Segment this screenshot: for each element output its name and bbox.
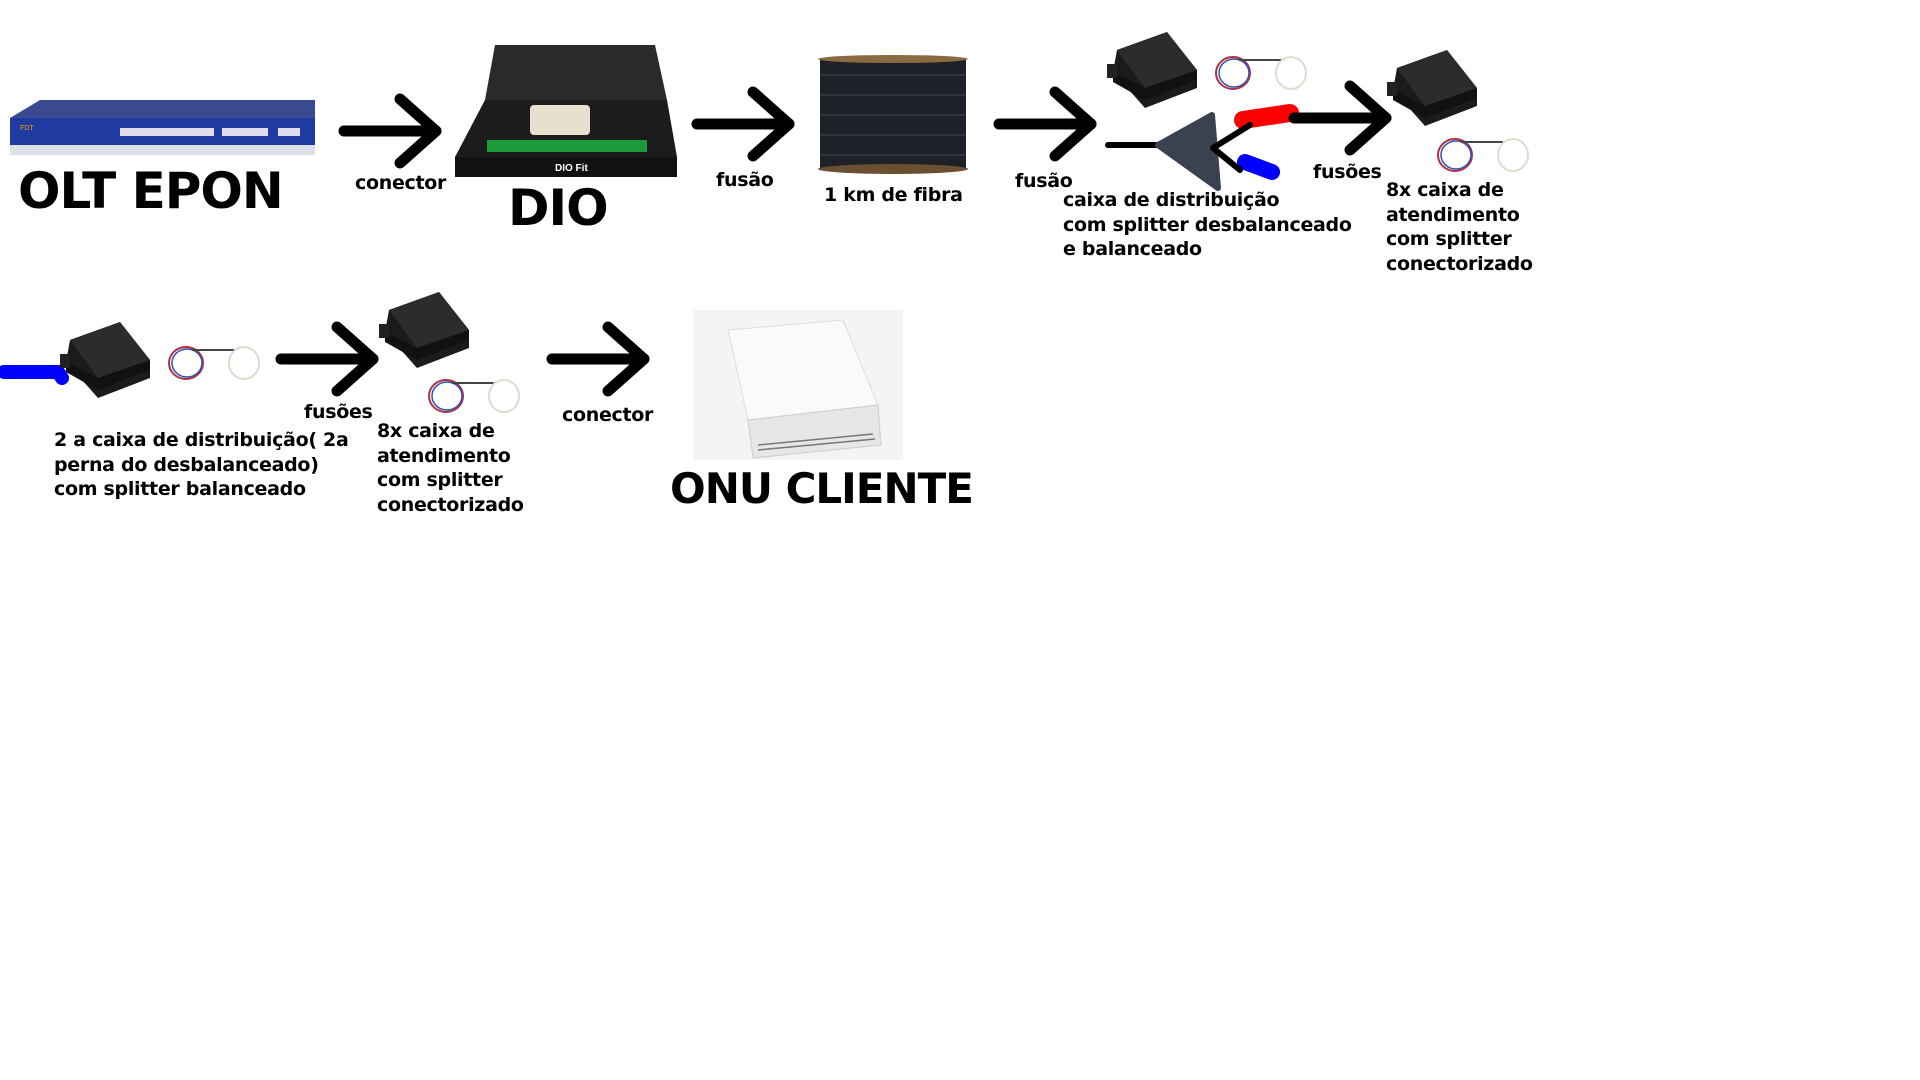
dio-title: DIO <box>508 179 609 237</box>
text-line: e balanceado <box>1063 238 1202 260</box>
arrow-icon <box>548 323 652 397</box>
arrow-label-fusao: fusão <box>1015 170 1073 192</box>
dio-panel-icon: DIO Fit <box>455 45 677 184</box>
arrow-label-fusoes: fusões <box>304 401 373 423</box>
arrow-icon <box>340 95 444 169</box>
distribution-box-icon <box>60 322 150 398</box>
arrow-label-fusao: fusão <box>716 169 774 191</box>
arrow-label-fusoes: fusões <box>1313 161 1382 183</box>
arrow-icon <box>1290 82 1394 156</box>
onu-router-icon <box>693 310 903 464</box>
arrow-label-conector: conector <box>355 172 447 194</box>
service-box-icon <box>1387 50 1477 126</box>
svg-text:FDT: FDT <box>20 125 34 132</box>
arrow-icon <box>693 88 797 162</box>
text-line: perna do desbalanceado) <box>54 453 319 476</box>
arrow-icon <box>277 323 381 397</box>
splitter-coil-icon <box>1437 138 1529 172</box>
distribution-box-2-description: 2 a caixa de distribuição( 2a perna do d… <box>54 428 349 502</box>
arrow-label-conector: conector <box>562 404 654 426</box>
service-box-description: 8x caixa de atendimento com splitter con… <box>1386 178 1533 276</box>
text-line: com splitter balanceado <box>54 478 306 500</box>
distribution-box-description: caixa de distribuição com splitter desba… <box>1063 188 1352 262</box>
splitter-coil-icon <box>168 346 260 380</box>
text-line: 8x caixa de <box>1386 179 1504 201</box>
splitter-diagram-icon <box>1105 104 1299 191</box>
arrow-icon <box>995 88 1099 162</box>
olt-device-icon: FDT <box>10 100 315 159</box>
svg-text:DIO Fit: DIO Fit <box>555 163 588 174</box>
text-line: caixa de distribuição <box>1063 189 1280 211</box>
text-line: 2 a caixa de distribuição( 2a <box>54 429 349 451</box>
text-line: 8x caixa de <box>377 420 495 442</box>
text-line: atendimento <box>1386 203 1520 226</box>
text-line: com splitter <box>1386 228 1512 250</box>
text-line: com splitter <box>377 469 503 491</box>
text-line: com splitter desbalanceado <box>1063 213 1352 236</box>
onu-title: ONU CLIENTE <box>670 464 974 513</box>
blue-fiber-mark <box>0 365 69 385</box>
olt-title: OLT EPON <box>18 162 284 220</box>
text-line: conectorizado <box>377 493 524 516</box>
fiber-reel-icon <box>818 55 970 179</box>
service-box-icon <box>379 292 469 368</box>
splitter-coil-icon <box>428 379 520 413</box>
service-box-2-description: 8x caixa de atendimento com splitter con… <box>377 419 524 517</box>
text-line: conectorizado <box>1386 252 1533 275</box>
fiber-label: 1 km de fibra <box>824 184 963 206</box>
text-line: atendimento <box>377 444 511 467</box>
